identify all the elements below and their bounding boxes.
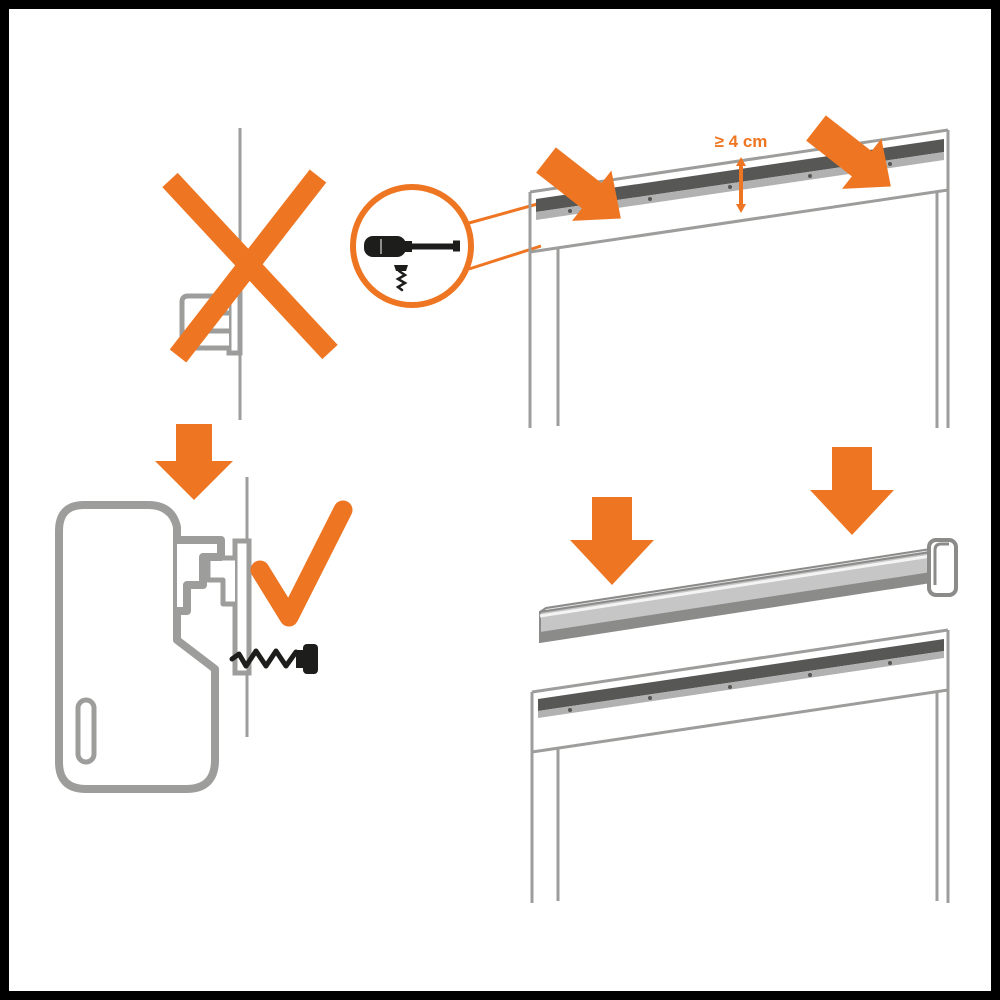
mounting-rail: [538, 639, 944, 711]
screwdriver-tip: [453, 240, 460, 252]
arrow-diagonal-icon: [806, 115, 891, 189]
profile-body: [55, 501, 219, 793]
screw-collar: [296, 650, 305, 668]
pelmet-bar: [539, 538, 958, 644]
end-cap-detail: [933, 542, 949, 585]
panel-correct-mounting: [55, 477, 353, 793]
screw-dot: [808, 673, 812, 677]
screwdriver-ferrule: [405, 241, 412, 252]
screw-dot: [808, 174, 812, 178]
panel-wrong-mounting: [162, 128, 338, 420]
measure-arrowhead-bottom: [736, 204, 746, 213]
cross-icon: [162, 169, 338, 363]
arrow-diagonal-icon: [536, 147, 621, 221]
screw-dot: [568, 708, 572, 712]
screw-head: [394, 265, 408, 271]
panel-rail-spacing: ≥ 4 cm: [528, 115, 950, 428]
min-distance-label: ≥ 4 cm: [715, 132, 768, 151]
screw-dot: [728, 685, 732, 689]
screw-thread: [395, 269, 408, 292]
bar-highlight: [539, 552, 945, 618]
bracket-base-plate: [232, 538, 252, 676]
screw-dot: [728, 185, 732, 189]
screwdriver-handle: [364, 236, 406, 257]
screw-head: [303, 644, 318, 674]
screw-dot: [648, 197, 652, 201]
double-arrow-icon: [736, 157, 746, 213]
arrow-down-icon: [570, 497, 654, 585]
check-icon: [250, 500, 353, 627]
arrow-down-icon: [810, 447, 894, 535]
mounting-rail-base: [538, 651, 944, 718]
measure-arrowhead-top: [736, 157, 746, 166]
cross-stroke-2: [169, 169, 327, 363]
screw-dot: [888, 162, 892, 166]
bar-bottom-strip: [540, 570, 944, 642]
wall-top-edge: [531, 628, 949, 694]
profile-inner-rib: [75, 697, 97, 765]
screwdriver-shaft: [412, 243, 454, 250]
screw-icon: [394, 265, 408, 292]
magnifier-circle: [350, 184, 474, 308]
screwdriver-icon: [364, 236, 460, 257]
bar-end-cap: [927, 538, 958, 597]
screw-icon: [229, 644, 318, 674]
rail-screws: [568, 162, 892, 213]
panel-attach-pelmet: [530, 447, 958, 903]
screw-dot: [568, 209, 572, 213]
screw-dot: [648, 696, 652, 700]
fascia-bottom-edge: [529, 188, 949, 254]
profile-hook-arm: [173, 536, 225, 615]
screw-dot: [888, 661, 892, 665]
arrow-down-icon: [155, 424, 233, 500]
screw-thread: [229, 648, 299, 669]
fascia-bottom-edge: [531, 688, 949, 754]
rail-screws: [568, 661, 892, 712]
